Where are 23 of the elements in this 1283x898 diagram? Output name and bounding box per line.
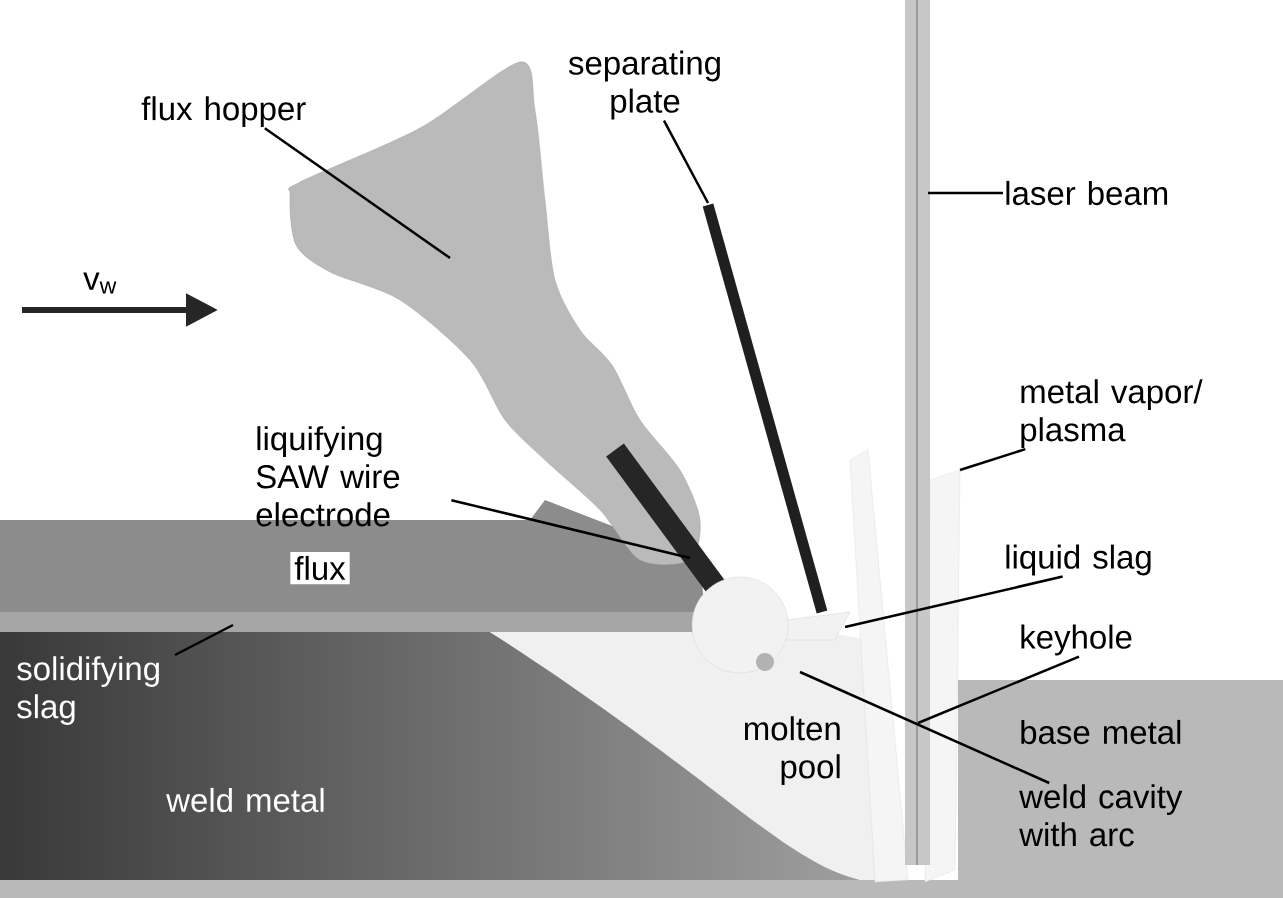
part-label: flux hopper xyxy=(141,96,306,127)
part-label: liquifying SAW wire electrode xyxy=(256,426,400,527)
region-label: molten pool xyxy=(744,716,840,785)
leader-line xyxy=(844,575,1063,629)
leader-line xyxy=(662,120,710,204)
velocity-label: v$_{w}$ xyxy=(83,272,117,294)
leader-line xyxy=(917,655,1080,725)
part-label: keyhole xyxy=(1021,624,1132,656)
part-label: liquid slag xyxy=(1006,544,1151,576)
leader-line xyxy=(928,191,1003,195)
leader-line xyxy=(264,127,451,260)
part-label: metal vapor/ plasma xyxy=(1021,379,1203,448)
region-label: base metal xyxy=(1021,719,1181,745)
leader-line xyxy=(959,447,1026,472)
part-label: laser beam xyxy=(1006,180,1168,206)
leader-line xyxy=(174,623,234,657)
part-label: solidifying slag xyxy=(17,656,159,725)
part-label: separating plate xyxy=(568,50,720,120)
leader-line xyxy=(799,670,1050,785)
leader-line xyxy=(451,498,691,560)
part-label: weld cavity with arc xyxy=(1019,784,1183,847)
label-box: flux xyxy=(290,551,350,585)
region-label: weld metal xyxy=(166,787,324,813)
